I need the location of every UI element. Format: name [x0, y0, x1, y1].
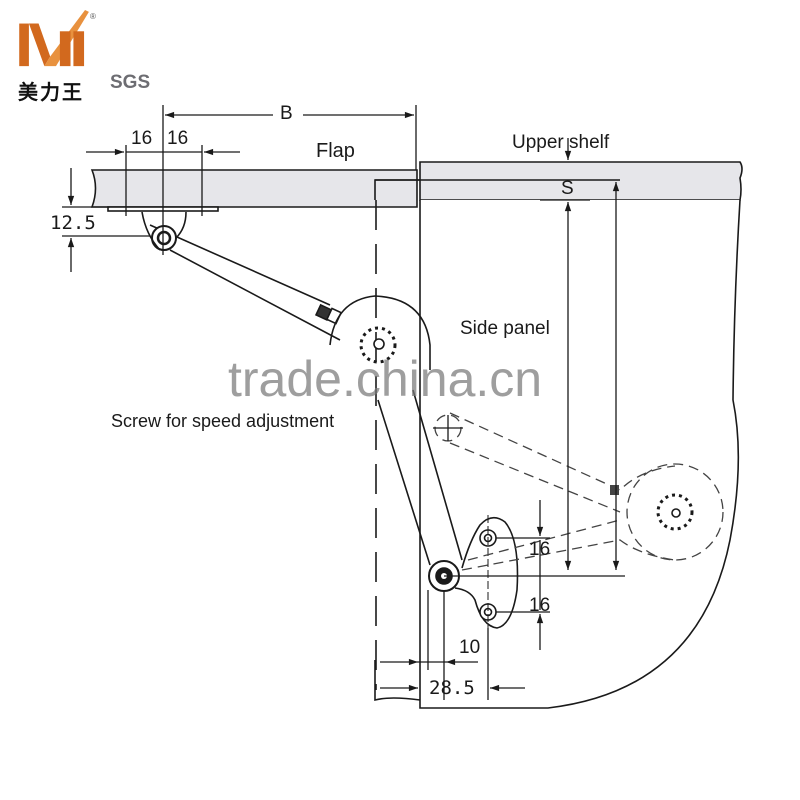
side-bracket	[454, 516, 519, 629]
dim-S: S	[561, 178, 574, 199]
label-flap: Flap	[316, 140, 355, 162]
logo-mi-mark-icon	[19, 10, 89, 67]
dim-16-right: 16	[167, 128, 189, 149]
dim-28-5: 28.5	[429, 677, 475, 699]
registered-mark: ®	[90, 12, 96, 21]
ghost-damper	[626, 463, 724, 561]
upper-shelf	[419, 161, 743, 201]
dim-16-bracket-upper: 16	[529, 539, 551, 560]
flap-board	[90, 169, 418, 208]
dim-10: 10	[459, 637, 481, 658]
damper-housing	[329, 295, 431, 370]
lower-arm	[377, 389, 463, 566]
dim-12-5: 12.5	[50, 212, 96, 234]
upper-arm	[149, 224, 341, 341]
brand-logo: ® 美力王 SGS	[10, 4, 160, 104]
label-upper-shelf: Upper shelf	[512, 132, 610, 153]
label-side-panel: Side panel	[460, 318, 550, 339]
label-screw-speed-adjustment: Screw for speed adjustment	[111, 411, 335, 431]
dim-16-bracket-lower: 16	[529, 595, 551, 616]
brand-name-chinese: 美力王	[18, 80, 84, 104]
dim-B: B	[280, 103, 293, 124]
gear	[359, 326, 397, 364]
dim-16-left: 16	[131, 128, 153, 149]
sgs-certification: SGS	[110, 72, 151, 93]
side-panel	[419, 199, 741, 709]
watermark: trade.china.cn	[228, 351, 543, 407]
